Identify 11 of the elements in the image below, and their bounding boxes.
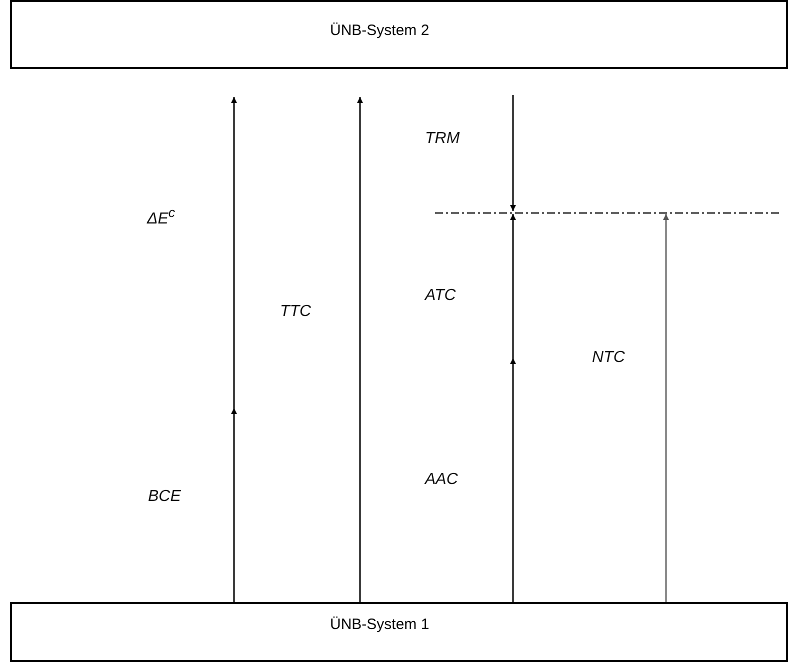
quantity-label: TTC: [280, 303, 312, 321]
system-label: ÜNB-System 2: [330, 22, 430, 39]
system-box: [10, 0, 788, 69]
quantity-label: NTC: [592, 349, 625, 367]
quantity-label: ΔE$^{c}$: [147, 205, 176, 228]
quantity-label: TRM: [425, 130, 460, 148]
quantity-label: BCE: [148, 488, 181, 506]
quantity-label: AAC: [425, 471, 458, 489]
system-box: [10, 602, 788, 662]
quantity-label: ATC: [425, 287, 456, 305]
system-label: ÜNB-System 1: [330, 616, 430, 633]
